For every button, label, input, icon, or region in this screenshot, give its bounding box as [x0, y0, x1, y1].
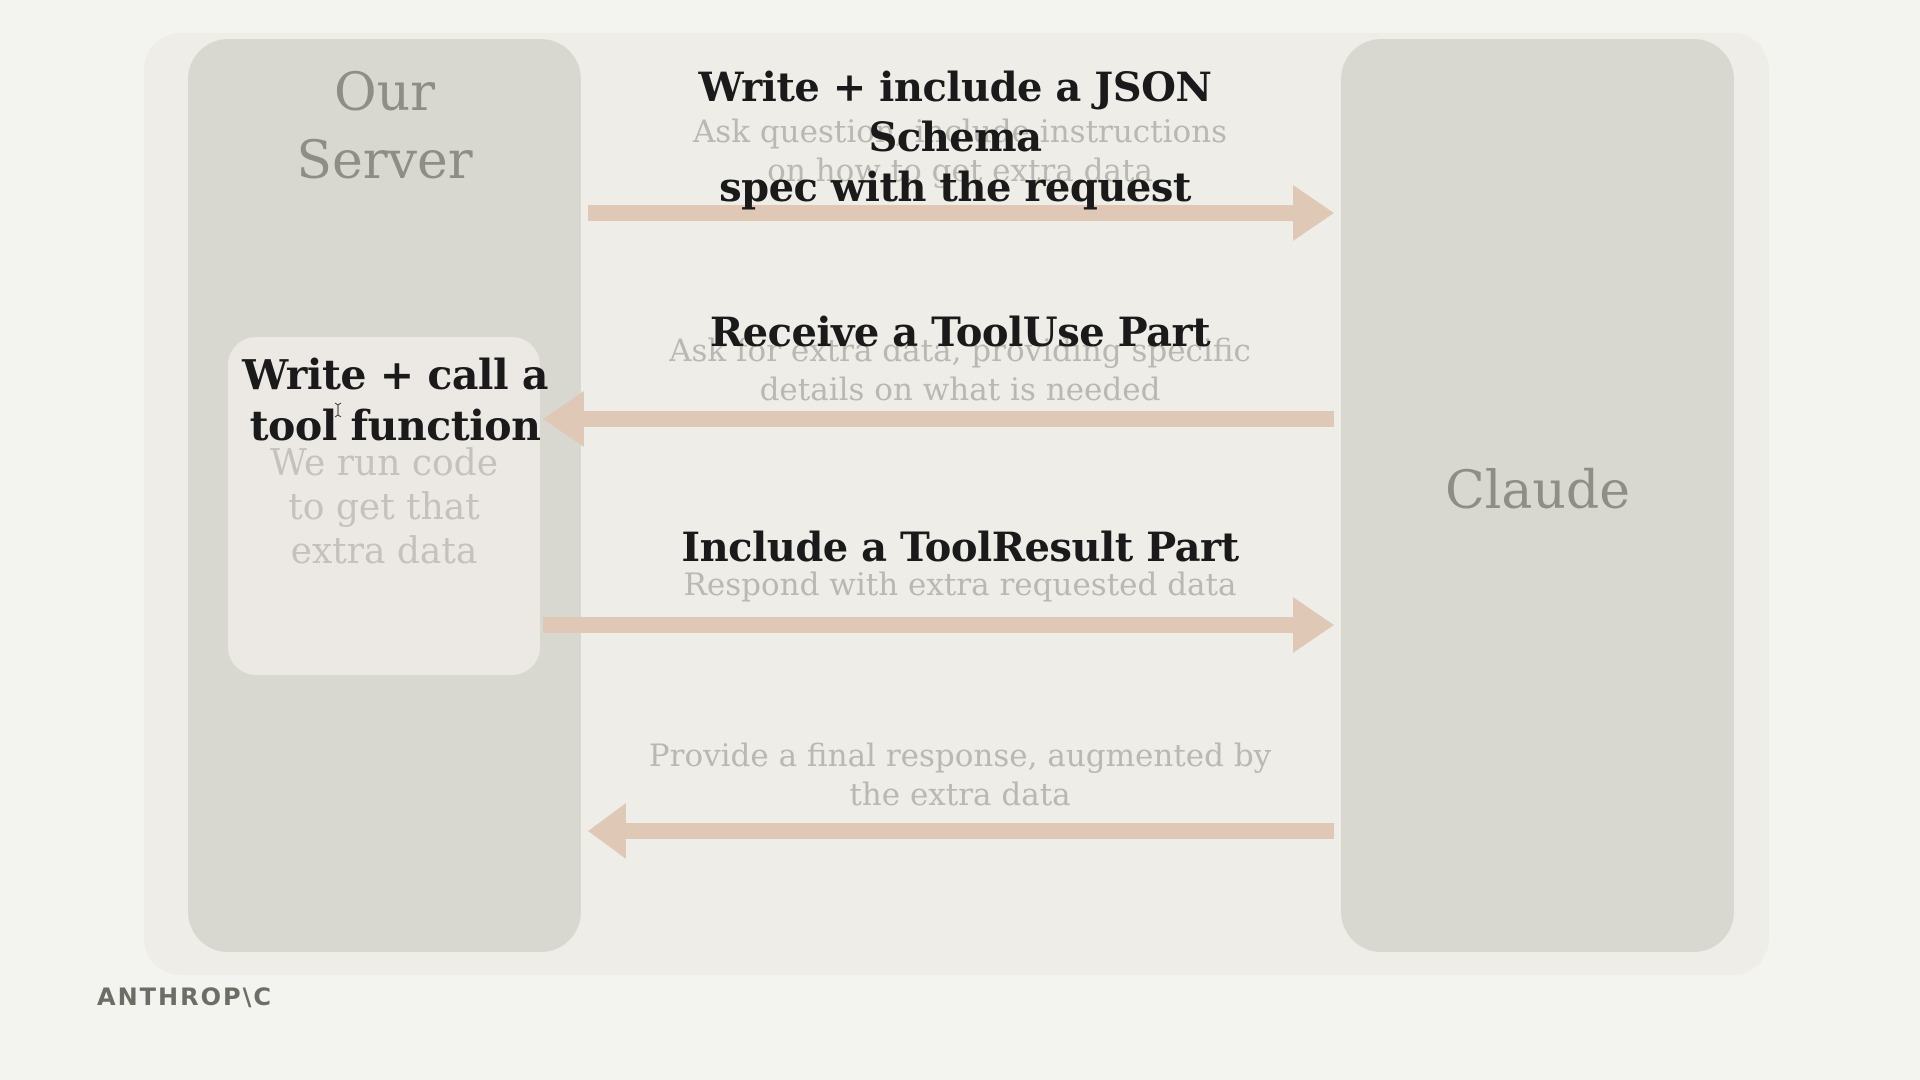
step-2-title: Receive a ToolUse Part	[709, 309, 1211, 356]
text-cursor-icon	[334, 402, 342, 418]
step-1-arrow-right	[588, 185, 1334, 241]
server-title: Our Server	[296, 63, 473, 191]
step-1-title: Write + include a JSON Schema spec with …	[698, 64, 1212, 211]
tool-function-title: Write + call a tool function	[242, 351, 548, 450]
claude-column: Claude	[1341, 39, 1734, 952]
tool-function-description: We run code to get that extra data	[269, 443, 499, 572]
anthropic-logo: ANTHROP\C	[97, 983, 273, 1011]
step-2-description: Ask for extra data, providing specific d…	[669, 333, 1251, 408]
step-4-description: Provide a final response, augmented by t…	[648, 738, 1272, 813]
step-3-description: Respond with extra requested data	[683, 567, 1237, 603]
step-3-title: Include a ToolResult Part	[681, 524, 1239, 571]
step-4-arrow-left	[588, 803, 1334, 859]
step-1-description: Ask question, include instructions on ho…	[692, 114, 1228, 189]
step-2-arrow-left	[543, 391, 1334, 447]
step-3-arrow-right	[543, 597, 1334, 653]
tool-function-box	[228, 337, 540, 675]
claude-title: Claude	[1445, 461, 1630, 521]
